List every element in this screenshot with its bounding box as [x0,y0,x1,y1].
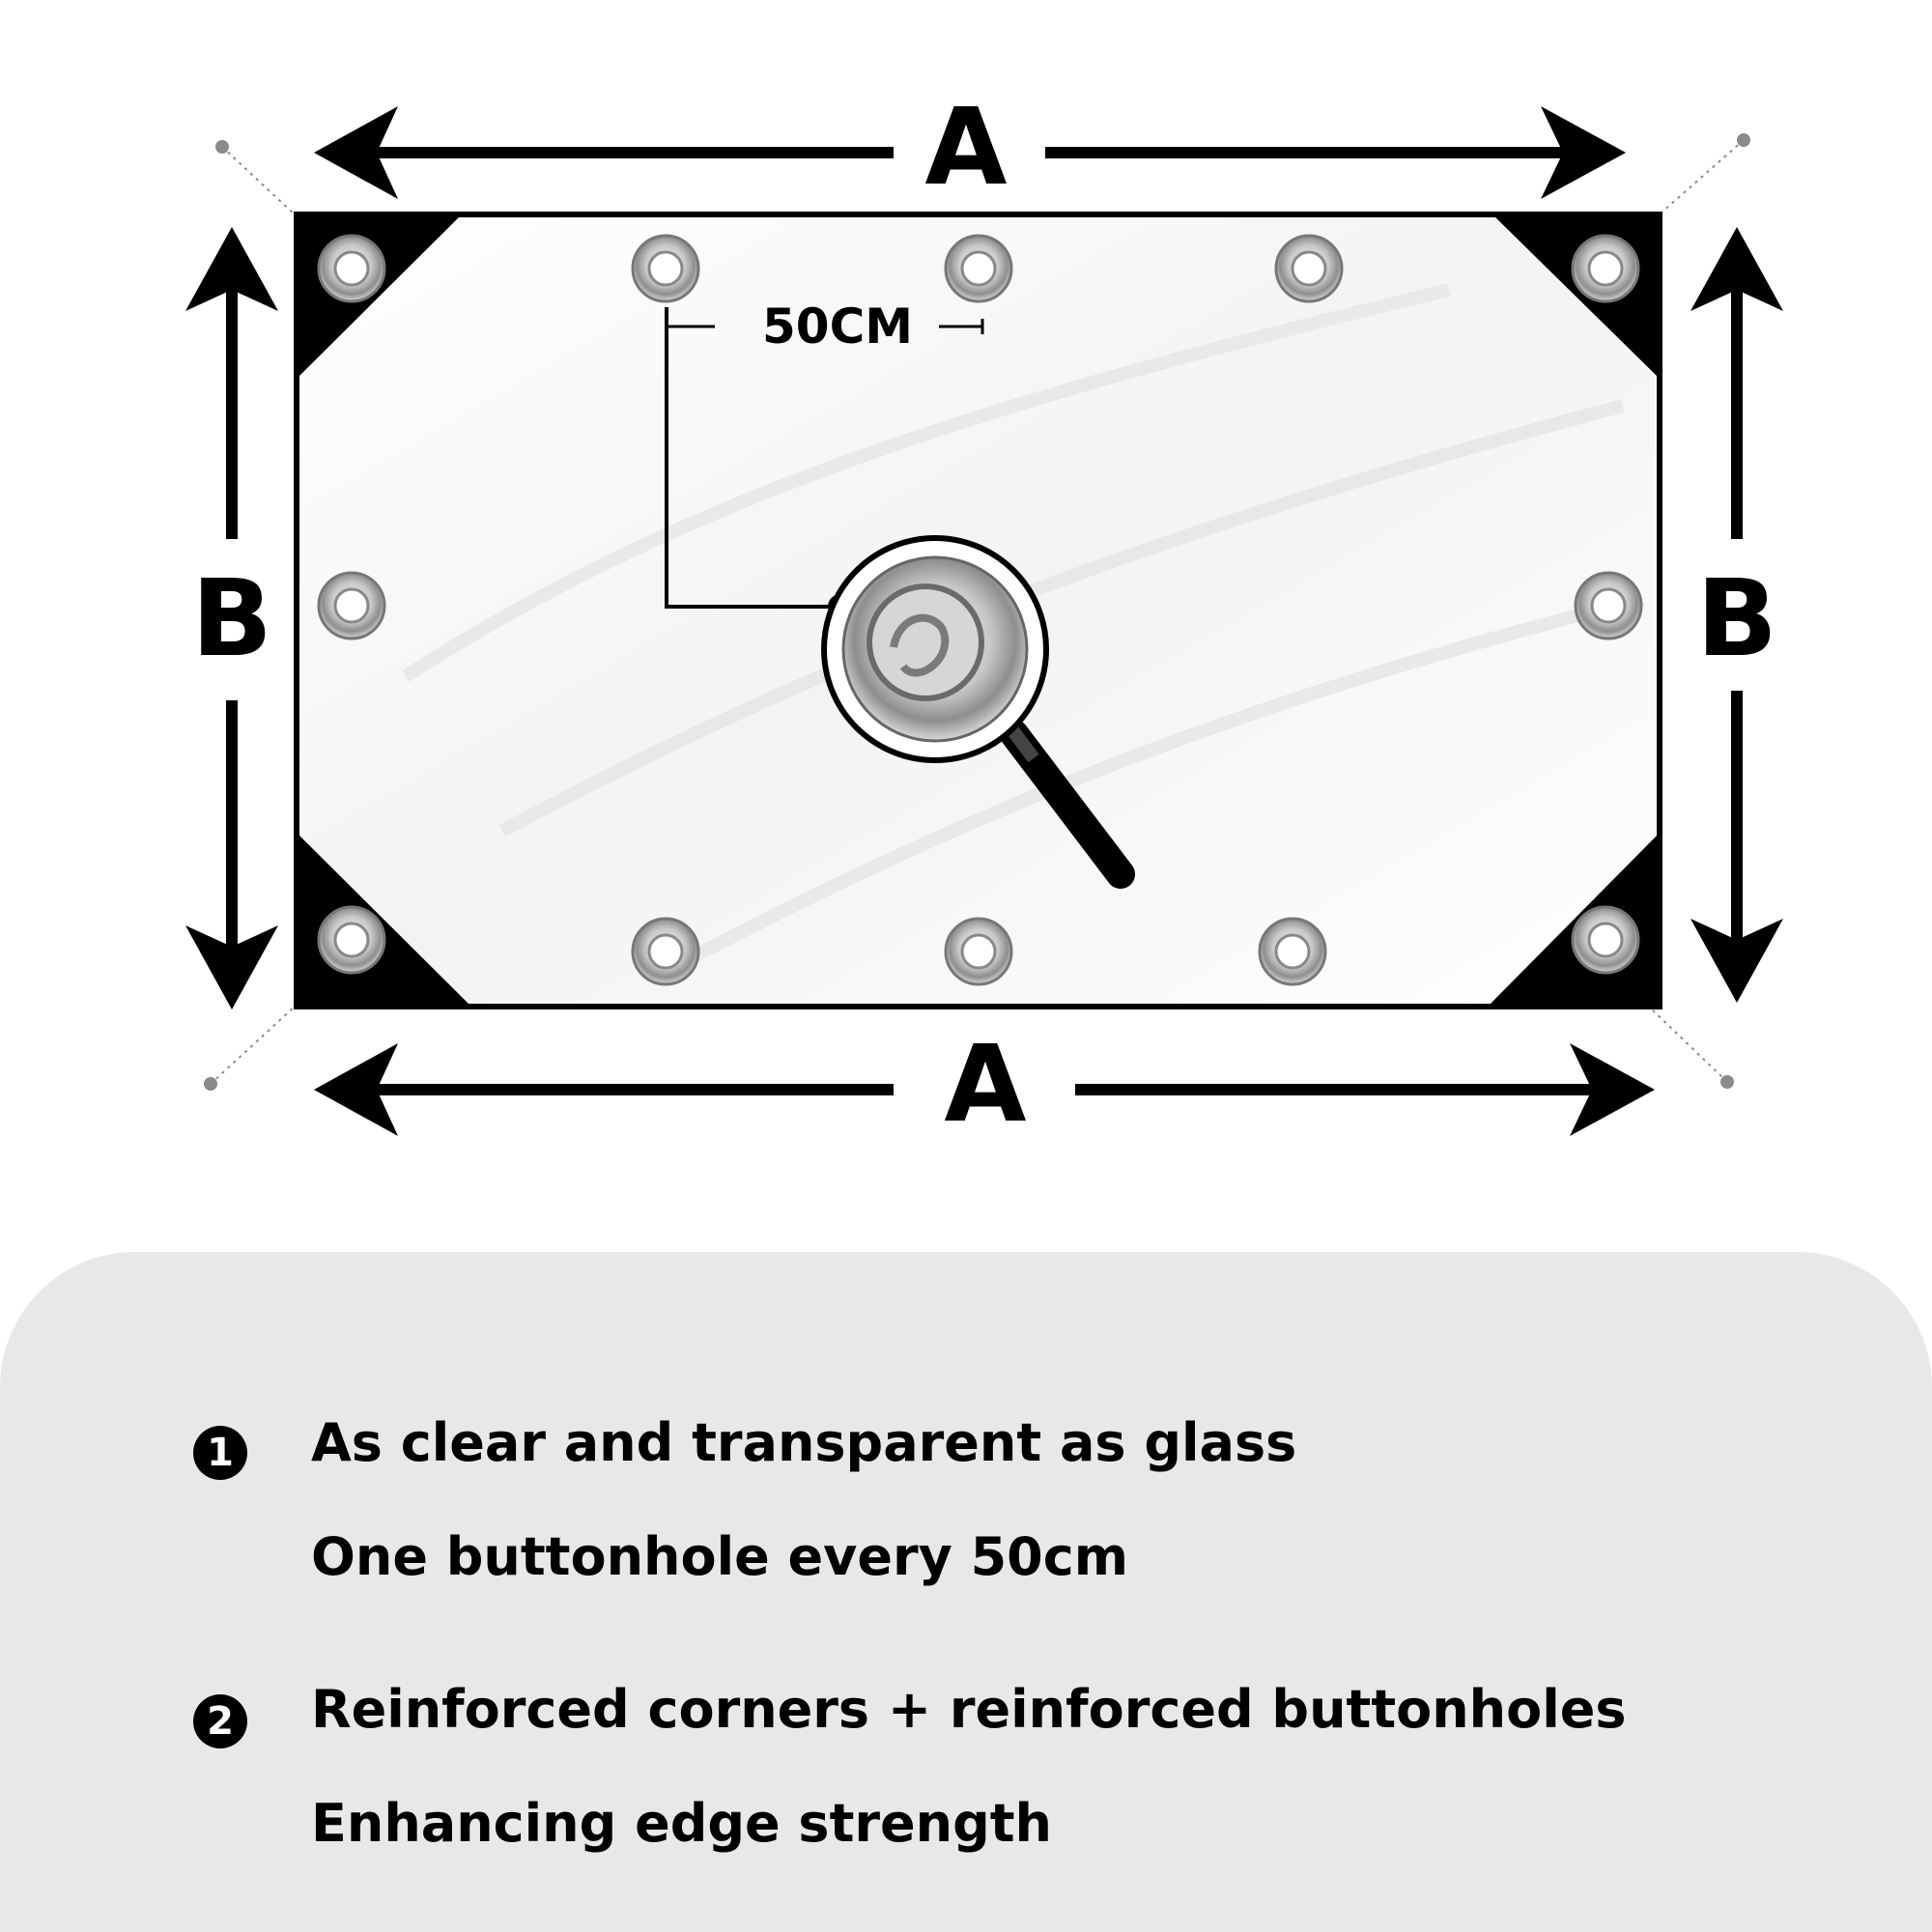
grommet-icon [1571,234,1640,303]
grommet-icon [944,917,1013,986]
arrow-down-icon [1690,919,1783,1003]
magnifier-icon [821,535,1135,889]
arrow-right-icon [1570,1043,1655,1136]
grommet-icon [1274,234,1344,303]
grommet-icon [631,234,700,303]
tarp-dimension-diagram: 50CM A A B B [185,85,1783,1146]
grommet-icon [1571,905,1640,975]
arrow-up-icon [185,227,278,311]
grommets [317,234,1643,986]
grommet-icon [1258,917,1327,986]
grommet-icon [317,571,386,640]
arrow-left-icon [314,106,398,199]
spacing-label: 50CM [762,298,913,355]
arrow-down-icon [185,925,278,1009]
feature-title: Reinforced corners + reinforced buttonho… [311,1679,1627,1740]
arrow-up-icon [1690,227,1783,311]
grommet-icon [1574,571,1643,640]
dimension-label-right: B [1696,556,1777,680]
grommet-icon [631,917,700,986]
grommet-icon [944,234,1013,303]
callout-line [665,307,840,609]
grommet-icon [317,905,386,975]
feature-panel: 1 As clear and transparent as glass One … [0,1252,1932,1932]
dimension-label-left: B [191,556,272,680]
arrow-left-icon [314,1043,398,1136]
dimension-label-top: A [924,85,1007,209]
arrow-right-icon [1541,106,1626,199]
feature-detail: One buttonhole every 50cm [311,1526,1129,1587]
dimension-arrows [185,106,1783,1136]
dimension-label-bottom: A [944,1022,1026,1146]
number-badge: 2 [193,1694,247,1748]
feature-detail: Enhancing edge strength [311,1793,1052,1854]
corner-leaders [210,139,1745,1085]
corner-leader-dots [204,133,1750,1091]
number-badge: 1 [193,1426,247,1480]
feature-title: As clear and transparent as glass [311,1412,1297,1473]
grommet-icon [317,234,386,303]
